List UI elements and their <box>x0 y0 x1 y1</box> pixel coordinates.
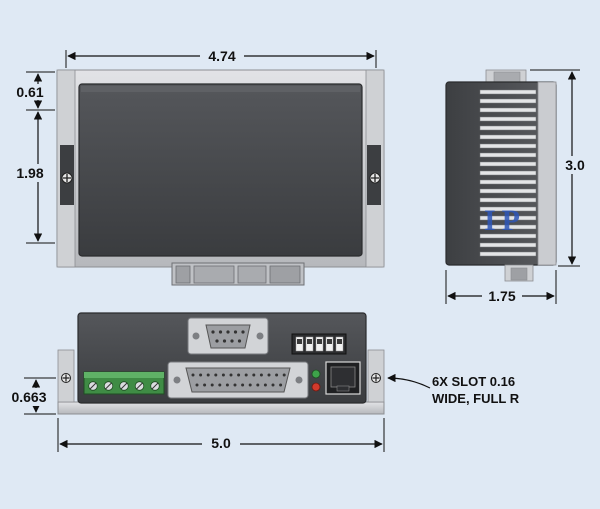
dim-slot-offset: 0.61 <box>16 84 43 100</box>
terminal-block <box>83 371 165 395</box>
side-view: IP 3.0 1.75 <box>445 69 592 305</box>
dip-switch-block <box>291 333 347 355</box>
top-view-connectors <box>171 262 305 286</box>
right-screw-icon <box>369 172 381 184</box>
callout-line-2: WIDE, FULL R <box>432 391 520 406</box>
status-led-green <box>311 369 321 379</box>
ip-logo: IP <box>484 204 526 237</box>
dim-side-depth: 1.75 <box>488 288 515 304</box>
front-left-slot-icon <box>61 373 71 383</box>
left-screw-icon <box>61 172 73 184</box>
dim-slot-spacing: 1.98 <box>16 165 43 181</box>
heatsink-fins <box>479 89 537 257</box>
status-led-red <box>311 382 321 392</box>
dim-top-width: 4.74 <box>208 48 235 64</box>
db9-connector <box>187 317 269 355</box>
front-view-base-plate <box>57 401 385 415</box>
dim-side-height: 3.0 <box>565 157 585 173</box>
db25-connector <box>167 361 309 399</box>
dim-base-width: 5.0 <box>211 435 231 451</box>
rj-jack-port <box>325 361 361 395</box>
front-right-slot-icon <box>371 373 381 383</box>
front-view: 0.663 5.0 6X SLOT 0.16 WIDE, FULL R <box>4 312 520 452</box>
callout-leader-arrow <box>387 373 431 389</box>
dim-front-height: 0.663 <box>11 389 46 405</box>
callout-line-1: 6X SLOT 0.16 <box>432 374 515 389</box>
top-view: 4.74 0.61 1.98 <box>12 46 385 286</box>
top-view-body <box>78 83 363 257</box>
